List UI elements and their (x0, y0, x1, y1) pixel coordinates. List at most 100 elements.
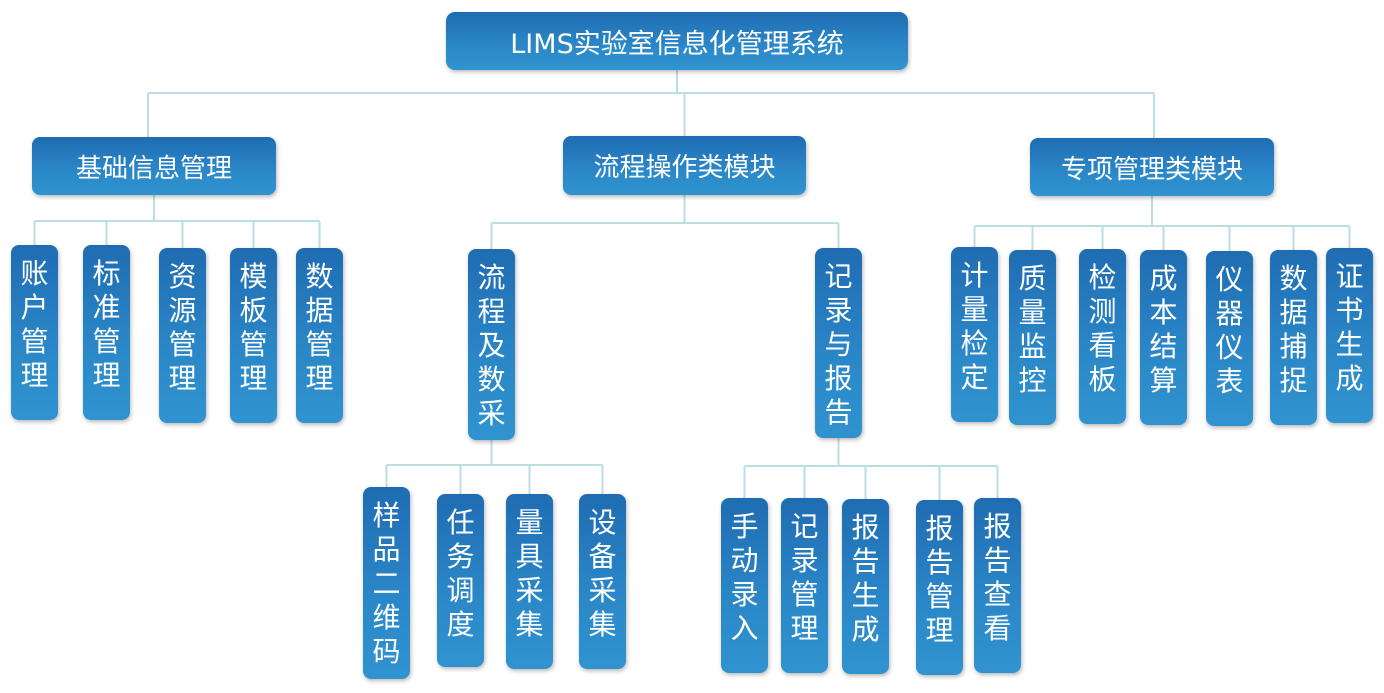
node-metrology-verification[interactable]: 计量检定 (951, 247, 998, 422)
node-label-char: 器 (1215, 297, 1244, 330)
node-label-char: 控 (1018, 364, 1047, 397)
node-report-generation[interactable]: 报告生成 (842, 499, 889, 674)
node-label-char: 码 (372, 635, 401, 668)
node-label-char: 设 (588, 506, 617, 539)
node-quality-monitoring[interactable]: 质量监控 (1009, 250, 1056, 425)
node-label-char: 捉 (1279, 364, 1308, 397)
node-label-char: 报 (925, 512, 954, 545)
node-label-char: 录 (790, 544, 819, 577)
node-label-char: 二 (372, 567, 401, 600)
node-label-char: 任 (446, 506, 475, 539)
node-label-char: 据 (305, 294, 334, 327)
node-label-char: 成 (1335, 362, 1364, 395)
node-label-char: 流 (477, 261, 506, 294)
node-instruments[interactable]: 仪器仪表 (1206, 251, 1253, 426)
node-label-char: 采 (588, 574, 617, 607)
node-label-char: 管 (925, 580, 954, 613)
node-record-management[interactable]: 记录管理 (781, 498, 828, 673)
node-label-char: 生 (1335, 328, 1364, 361)
node-label-char: 务 (446, 540, 475, 573)
node-label-char: 查 (983, 578, 1012, 611)
node-label-char: 数 (305, 260, 334, 293)
node-template-management[interactable]: 模板管理 (230, 248, 277, 423)
node-label-char: 手 (730, 510, 759, 543)
node-label-char: 源 (168, 294, 197, 327)
node-label-char: 看 (1088, 329, 1117, 362)
node-label-char: 标 (92, 257, 121, 290)
node-label-char: 录 (824, 294, 853, 327)
node-basic-info-management[interactable]: 基础信息管理 (32, 137, 276, 195)
node-label-char: 理 (790, 612, 819, 645)
node-resource-management[interactable]: 资源管理 (159, 248, 206, 423)
node-label-char: 据 (1279, 296, 1308, 329)
node-data-management[interactable]: 数据管理 (296, 248, 343, 423)
node-label-char: 动 (730, 544, 759, 577)
node-label-char: 测 (1088, 295, 1117, 328)
node-label-char: 备 (588, 540, 617, 573)
node-label-char: 量 (515, 506, 544, 539)
node-label-char: 计 (960, 259, 989, 292)
node-label-char: 理 (239, 362, 268, 395)
node-label-char: 量 (1018, 296, 1047, 329)
node-label-char: 理 (20, 359, 49, 392)
node-label-char: 板 (1088, 363, 1117, 396)
node-label-char: 调 (446, 574, 475, 607)
node-process-and-data-acquisition[interactable]: 流程及数采 (468, 249, 515, 440)
node-records-and-reports[interactable]: 记录与报告 (815, 248, 862, 438)
node-label-char: 生 (851, 579, 880, 612)
node-label-char: 账 (20, 257, 49, 290)
node-label-char: 成 (1149, 262, 1178, 295)
node-label-char: 采 (477, 397, 506, 430)
node-label-char: 集 (588, 608, 617, 641)
node-label-char: 入 (730, 612, 759, 645)
node-label-char: 报 (824, 362, 853, 395)
node-data-capture[interactable]: 数据捕捉 (1270, 250, 1317, 425)
node-label-char: 报 (983, 510, 1012, 543)
node-label-char: 录 (730, 578, 759, 611)
node-label-char: 集 (515, 608, 544, 641)
node-label-char: 管 (239, 328, 268, 361)
node-label-char: 管 (92, 325, 121, 358)
node-report-management[interactable]: 报告管理 (916, 500, 963, 675)
node-sample-qr-code[interactable]: 样品二维码 (363, 487, 410, 679)
node-label-char: 告 (925, 546, 954, 579)
node-label-char: 采 (515, 574, 544, 607)
node-label-char: 检 (960, 327, 989, 360)
node-label-char: 资 (168, 260, 197, 293)
node-equipment-acquisition[interactable]: 设备采集 (579, 494, 626, 669)
node-label-char: 仪 (1215, 331, 1244, 364)
node-label-char: 监 (1018, 330, 1047, 363)
node-label-char: 理 (305, 362, 334, 395)
node-label-char: 理 (92, 359, 121, 392)
node-label-char: 数 (477, 363, 506, 396)
node-label-char: 品 (372, 533, 401, 566)
node-cost-settlement[interactable]: 成本结算 (1140, 250, 1187, 425)
node-certificate-generation[interactable]: 证书生成 (1326, 248, 1373, 423)
node-label-char: 量 (960, 293, 989, 326)
node-label-char: 书 (1335, 294, 1364, 327)
node-label-char: 模 (239, 260, 268, 293)
node-label-char: 程 (477, 295, 506, 328)
node-label-char: 维 (372, 601, 401, 634)
node-label-char: 管 (20, 325, 49, 358)
node-report-viewing[interactable]: 报告查看 (974, 498, 1021, 673)
node-label-char: 表 (1215, 365, 1244, 398)
node-label-char: 检 (1088, 261, 1117, 294)
node-label-char: 管 (790, 578, 819, 611)
node-root-lims-system[interactable]: LIMS实验室信息化管理系统 (446, 12, 908, 70)
node-label-char: 户 (20, 291, 49, 324)
node-gauge-acquisition[interactable]: 量具采集 (506, 494, 553, 669)
node-label-char: 告 (983, 544, 1012, 577)
node-manual-entry[interactable]: 手动录入 (721, 498, 768, 673)
node-label-char: 样 (372, 499, 401, 532)
node-process-operation-modules[interactable]: 流程操作类模块 (563, 136, 806, 195)
node-task-scheduling[interactable]: 任务调度 (437, 494, 484, 667)
node-label-char: 管 (305, 328, 334, 361)
node-account-management[interactable]: 账户管理 (11, 245, 58, 420)
node-special-management-modules[interactable]: 专项管理类模块 (1030, 138, 1274, 196)
node-inspection-dashboard[interactable]: 检测看板 (1079, 249, 1126, 424)
node-label-char: 证 (1335, 260, 1364, 293)
node-standard-management[interactable]: 标准管理 (83, 245, 130, 420)
node-label-char: 记 (790, 510, 819, 543)
